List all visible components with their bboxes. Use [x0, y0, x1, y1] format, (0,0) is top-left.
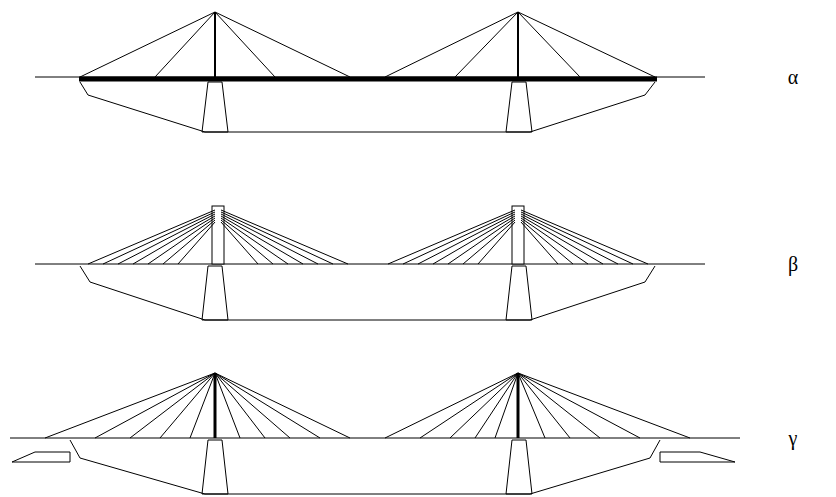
stay-cable: [403, 212, 515, 264]
stay-cable: [45, 373, 215, 438]
stay-cable: [495, 373, 518, 438]
stay-cable: [178, 222, 215, 264]
stay-cable: [463, 220, 515, 264]
stay-cable: [95, 373, 215, 438]
stay-cable: [450, 373, 518, 438]
variant-label: γ: [789, 428, 798, 448]
stay-cable: [221, 220, 273, 264]
bridge-gamma: [10, 373, 740, 494]
stay-cable: [521, 220, 573, 264]
stay-cable: [221, 210, 348, 264]
stay-cable: [88, 210, 215, 264]
stay-cable: [215, 373, 265, 438]
stay-cable: [221, 214, 318, 264]
stay-cable: [518, 373, 545, 438]
stay-cable: [215, 373, 350, 438]
stay-cable: [521, 216, 603, 264]
variant-label: α: [788, 67, 798, 87]
stay-cable: [118, 214, 215, 264]
bridge-beta: [35, 206, 705, 320]
stay-cable: [221, 212, 333, 264]
stay-cable: [418, 214, 515, 264]
stay-cable: [148, 218, 215, 264]
stay-cable: [221, 216, 303, 264]
stay-cable: [521, 214, 618, 264]
stay-cable: [160, 373, 215, 438]
stay-cable: [521, 218, 588, 264]
stay-cable: [130, 373, 215, 438]
stay-cable: [133, 216, 215, 264]
bridge-alpha: [35, 12, 705, 132]
stay-cable: [215, 373, 320, 438]
stay-cable: [518, 373, 640, 438]
stay-cable: [475, 373, 518, 438]
stay-cable: [518, 373, 690, 438]
stay-cable: [521, 222, 558, 264]
stay-cable: [388, 210, 515, 264]
variant-label: β: [788, 254, 798, 274]
stay-cable: [221, 222, 258, 264]
stay-cable: [221, 218, 288, 264]
stay-cable: [433, 216, 515, 264]
stay-cable: [518, 373, 600, 438]
stay-cable: [448, 218, 515, 264]
stay-cable: [478, 222, 515, 264]
stay-cable: [420, 373, 518, 438]
cable-fans: [45, 210, 690, 438]
stay-cable: [521, 212, 633, 264]
stay-cable: [163, 220, 215, 264]
stay-cable: [103, 212, 215, 264]
stay-cable: [385, 373, 518, 438]
stay-cable: [190, 373, 215, 438]
stay-cable: [215, 373, 290, 438]
stay-cable: [521, 210, 648, 264]
